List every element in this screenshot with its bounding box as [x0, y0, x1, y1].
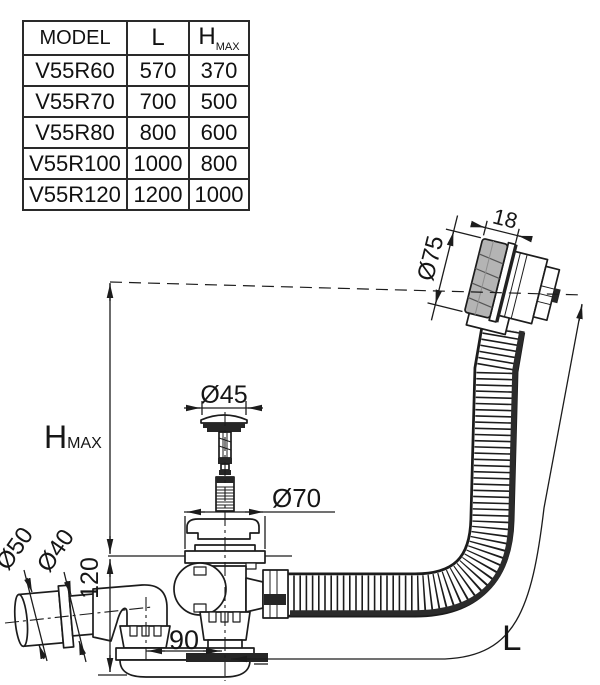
col-header-model: MODEL: [22, 20, 128, 56]
cell-hmax: 600: [188, 116, 250, 149]
overflow-cap: [464, 238, 509, 319]
cell-l: 800: [126, 116, 190, 149]
table-row: V55R100 1000 800: [22, 147, 250, 180]
col-header-l: L: [126, 20, 190, 56]
drain-assembly: [115, 414, 289, 678]
cell-model: V55R60: [22, 54, 128, 87]
table-row: V55R80 800 600: [22, 116, 250, 149]
plug-cap: [200, 414, 248, 424]
cell-model: V55R70: [22, 85, 128, 118]
dim-70: Ø70: [184, 483, 335, 549]
svg-text:18: 18: [490, 204, 520, 234]
table-row: V55R120 1200 1000: [22, 178, 250, 211]
dimension-table: MODEL L HMAX V55R60 570 370 V55R70 700 5…: [22, 20, 250, 211]
svg-text:Ø45: Ø45: [200, 381, 247, 409]
svg-text:Ø75: Ø75: [412, 233, 449, 284]
cell-hmax: 500: [188, 85, 250, 118]
outlet-pipe: [13, 584, 171, 649]
dim-90: 90: [146, 625, 222, 655]
overflow-pin: [551, 288, 561, 304]
cell-l: 700: [126, 85, 190, 118]
table-header-row: MODEL L HMAX: [22, 20, 250, 56]
svg-text:Ø50: Ø50: [0, 522, 39, 575]
cell-l: 1000: [126, 147, 190, 180]
cell-l: 1200: [126, 178, 190, 211]
svg-text:90: 90: [169, 625, 199, 655]
overflow-assembly: 18 Ø75: [412, 204, 561, 336]
drain-flange: [186, 518, 260, 540]
dim-length: L: [231, 303, 583, 663]
dim-120: 120: [76, 557, 114, 672]
table-row: V55R60 570 370: [22, 54, 250, 87]
cell-l: 570: [126, 54, 190, 87]
cell-model: V55R80: [22, 116, 128, 149]
svg-text:120: 120: [76, 557, 104, 599]
corrugated-hose: [287, 325, 526, 618]
col-header-hmax: HMAX: [188, 20, 250, 56]
table-row: V55R70 700 500: [22, 85, 250, 118]
svg-text:Ø70: Ø70: [272, 483, 321, 513]
svg-text:L: L: [502, 619, 521, 658]
svg-text:Ø40: Ø40: [32, 524, 80, 577]
cell-hmax: 800: [188, 147, 250, 180]
gasket: [186, 653, 268, 662]
dim-hmax: HMAX: [44, 283, 114, 554]
cell-hmax: 370: [188, 54, 250, 87]
hose-dark-edge: [290, 330, 525, 616]
dim-18: 18: [470, 204, 533, 244]
svg-text:HMAX: HMAX: [44, 419, 102, 455]
cell-model: V55R120: [22, 178, 128, 211]
bottom-cup: [119, 659, 251, 678]
cell-hmax: 1000: [188, 178, 250, 211]
overflow-centerline: [109, 281, 585, 296]
cell-model: V55R100: [22, 147, 128, 180]
dim-45: Ø45: [184, 381, 263, 415]
